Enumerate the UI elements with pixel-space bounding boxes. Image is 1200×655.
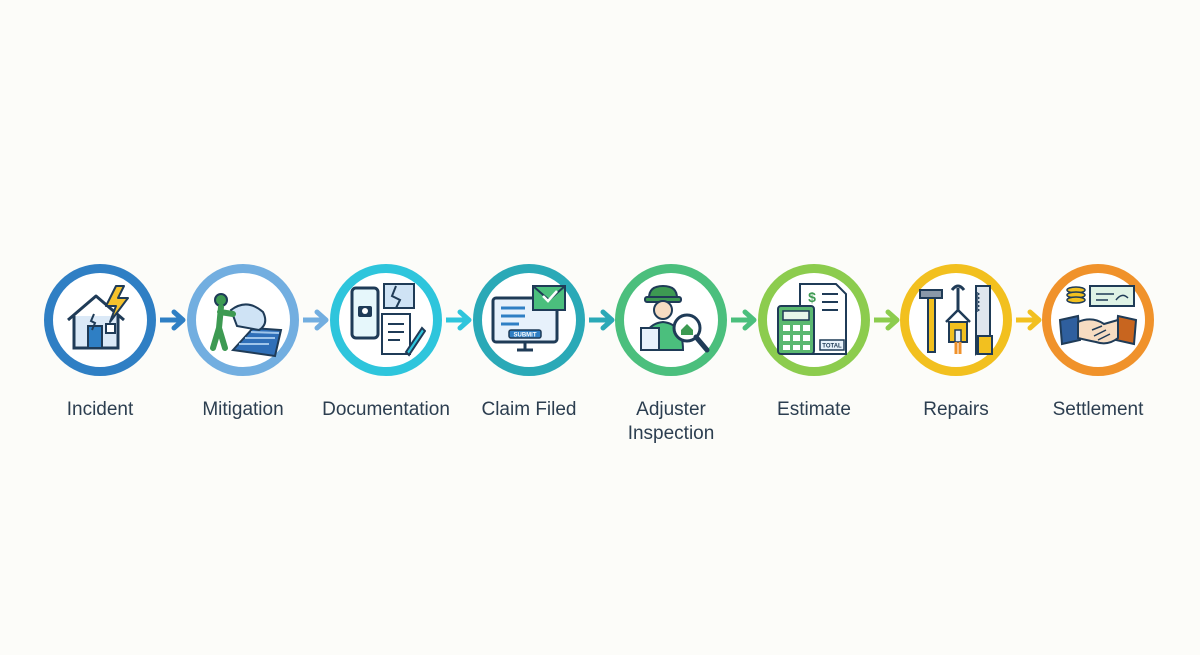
step-ring <box>615 264 727 376</box>
tools-house-icon <box>919 284 993 356</box>
dollar-sign: $ <box>808 289 816 305</box>
house-lightning-icon <box>67 285 129 350</box>
step-ring <box>1042 264 1154 376</box>
step-ring: $ TOTAL <box>758 264 870 376</box>
step-ring <box>900 264 1012 376</box>
arrow-connector <box>1016 308 1046 332</box>
step-ring: SUBMIT <box>473 264 585 376</box>
step-mitigation: Mitigation <box>163 264 323 422</box>
step-incident: Incident <box>20 264 180 422</box>
phone-camera-notes-icon <box>350 283 426 357</box>
step-label: Mitigation <box>202 399 284 420</box>
step-label: Adjuster Inspection <box>627 399 715 444</box>
step-label: Claim Filed <box>481 399 577 420</box>
step-label: Documentation <box>322 399 450 420</box>
step-adjuster-inspection: Adjuster Inspection <box>591 264 751 446</box>
step-label: Estimate <box>777 399 851 420</box>
step-claim-filed: SUBMIT Claim Filed <box>449 264 609 422</box>
arrow-connector <box>160 308 190 332</box>
monitor-submit-envelope-icon: SUBMIT <box>491 285 566 352</box>
step-documentation: Documentation <box>306 264 466 422</box>
submit-text: SUBMIT <box>514 333 537 339</box>
person-tarp-roof-icon <box>210 293 283 358</box>
arrow-connector <box>731 308 761 332</box>
arrow-connector <box>874 308 904 332</box>
step-repairs: Repairs <box>876 264 1036 422</box>
step-settlement: Settlement <box>1018 264 1178 422</box>
calculator-invoice-icon: $ TOTAL <box>777 283 847 355</box>
step-estimate: $ TOTAL Estimate <box>734 264 894 422</box>
step-ring <box>330 264 442 376</box>
step-label: Repairs <box>923 399 989 420</box>
inspector-magnifier-icon <box>640 284 710 353</box>
arrow-connector <box>589 308 619 332</box>
total-text: TOTAL <box>822 344 842 350</box>
step-ring <box>187 264 299 376</box>
handshake-check-coins-icon <box>1058 285 1138 346</box>
arrow-connector <box>303 308 333 332</box>
step-label: Settlement <box>1052 399 1144 420</box>
step-ring <box>44 264 156 376</box>
step-label: Incident <box>66 399 134 420</box>
arrow-connector <box>446 308 476 332</box>
